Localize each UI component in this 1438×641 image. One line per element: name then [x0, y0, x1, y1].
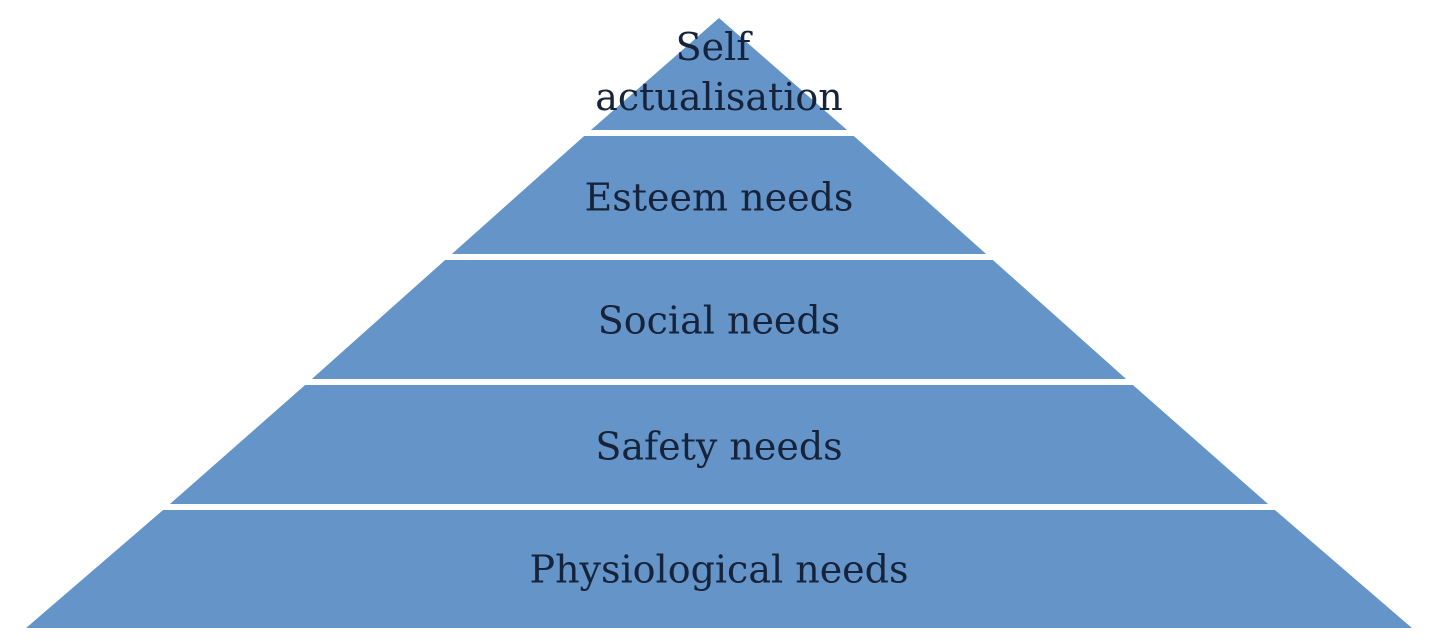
pyramid-level-label: Safety needs: [595, 425, 842, 469]
pyramid-level-self-actualisation: Self actualisation: [575, 10, 863, 136]
pyramid-level-safety: Safety needs: [154, 379, 1284, 510]
pyramid-level-label: Self actualisation: [595, 25, 843, 119]
label-line-2: actualisation: [595, 75, 843, 119]
pyramid-level-label: Esteem needs: [585, 176, 854, 220]
pyramid-level-shape: [9, 504, 1429, 634]
pyramid-level-label: Physiological needs: [530, 548, 909, 592]
pyramid-level-esteem: Esteem needs: [436, 130, 1002, 260]
pyramid-level-label: Social needs: [598, 299, 841, 343]
pyramid-level-physiological: Physiological needs: [9, 504, 1429, 634]
pyramid-level-social: Social needs: [296, 254, 1142, 385]
label-line-1: Self: [676, 25, 754, 69]
